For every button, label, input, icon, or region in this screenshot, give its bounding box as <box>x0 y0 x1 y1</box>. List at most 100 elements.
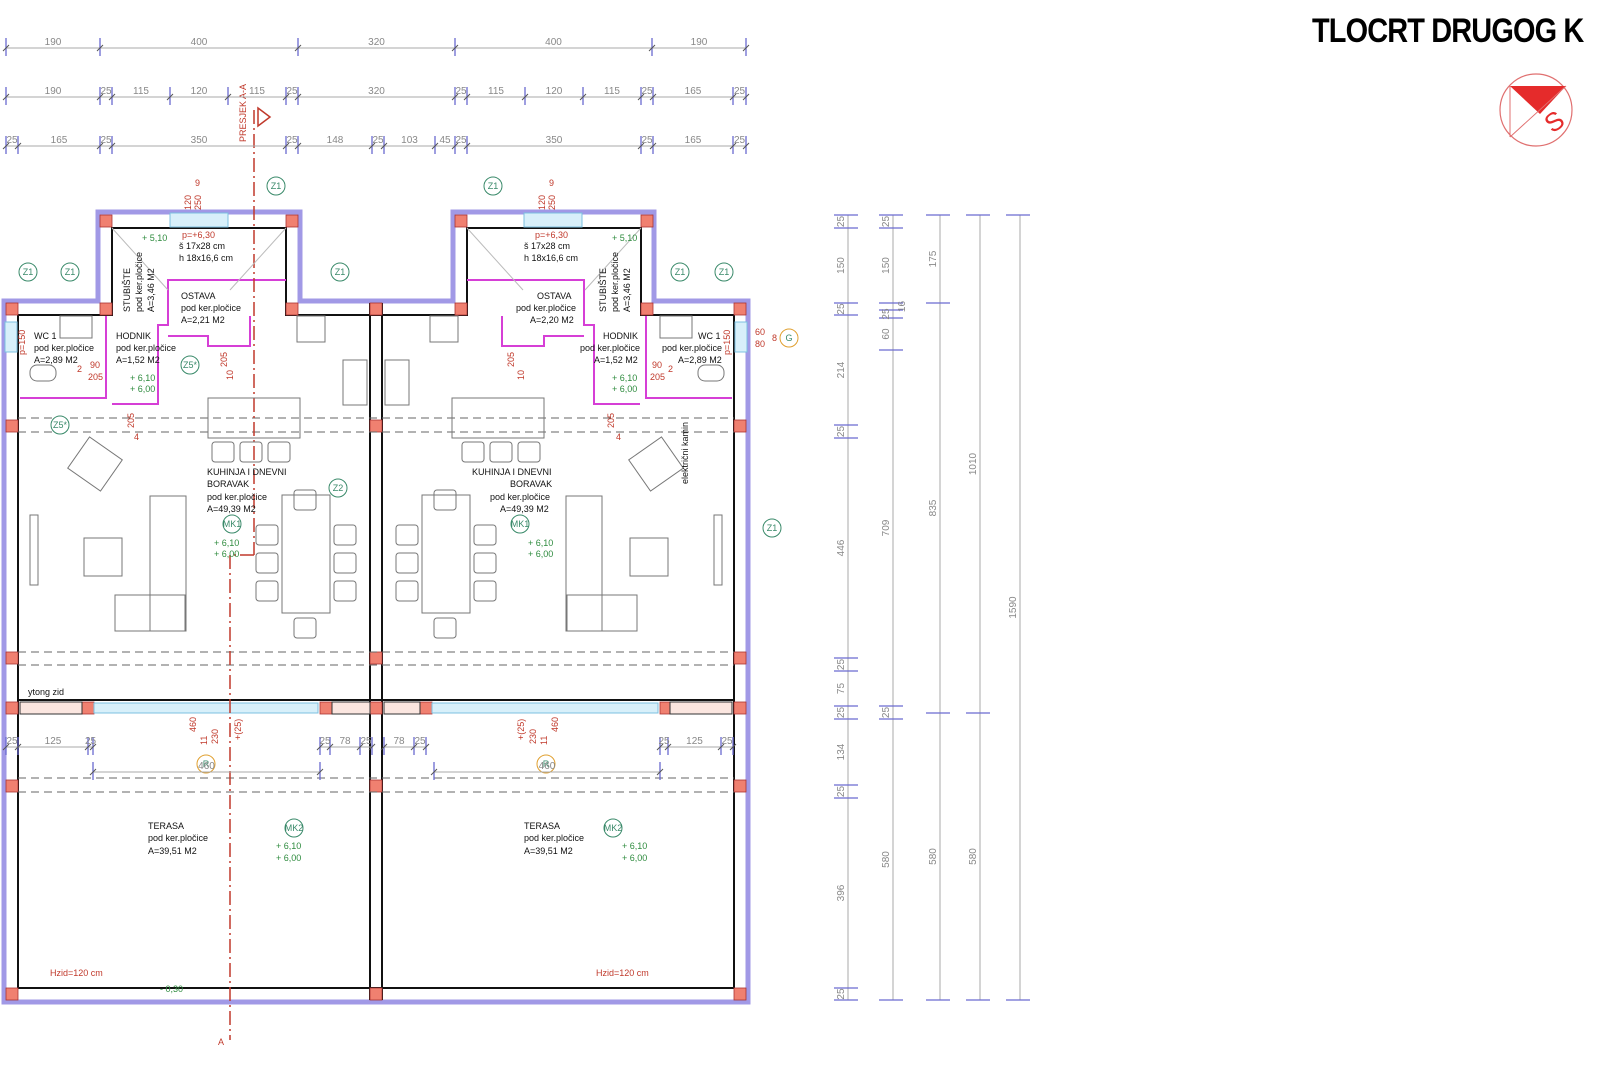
svg-text:A=2,89 M2: A=2,89 M2 <box>678 355 722 365</box>
dimension-tick-mark <box>2 743 10 751</box>
svg-text:2: 2 <box>668 364 673 374</box>
dimension-tick-mark <box>96 93 104 101</box>
marker-label: G <box>785 333 792 343</box>
dimension-tick-mark <box>422 743 430 751</box>
svg-text:205: 205 <box>650 372 665 382</box>
dimension-value: 175 <box>928 250 939 267</box>
svg-text:A=2,89 M2: A=2,89 M2 <box>34 355 78 365</box>
svg-text:A=3,46 M2: A=3,46 M2 <box>622 268 632 312</box>
dimension-value: 25 <box>881 707 892 719</box>
marker-circle <box>60 262 80 282</box>
svg-text:HODNIK: HODNIK <box>603 331 638 341</box>
svg-text:pod ker.pločice: pod ker.pločice <box>116 343 176 353</box>
svg-text:9: 9 <box>195 178 200 188</box>
dimension-value: 25 <box>100 135 112 146</box>
dimension-tick-mark <box>2 44 10 52</box>
dimension-value: 190 <box>691 37 708 48</box>
svg-text:205: 205 <box>506 352 516 367</box>
column <box>369 701 383 715</box>
dimension-tick-mark <box>656 768 664 776</box>
chair <box>461 441 485 463</box>
dimension-value: 25 <box>836 988 847 1000</box>
chair <box>239 441 263 463</box>
column <box>285 302 299 316</box>
svg-text:STUBIŠTE: STUBIŠTE <box>598 268 608 312</box>
dimension-value: 580 <box>881 851 892 868</box>
section-label: PRESJEK A-A <box>238 84 248 142</box>
dimension-value: 75 <box>836 683 847 695</box>
dimension-tick-mark <box>96 44 104 52</box>
svg-text:h 18x16,6 cm: h 18x16,6 cm <box>524 253 578 263</box>
svg-text:A=49,39 M2: A=49,39 M2 <box>207 504 256 514</box>
dimension-value: 25 <box>455 86 467 97</box>
column <box>99 214 113 228</box>
dimension-value: 580 <box>928 848 939 865</box>
marker-label: R <box>203 759 210 769</box>
dimension-tick-mark <box>521 93 529 101</box>
svg-text:60: 60 <box>755 327 765 337</box>
svg-text:STUBIŠTE: STUBIŠTE <box>122 268 132 312</box>
marker-circle <box>180 355 200 375</box>
svg-text:pod ker.pločice: pod ker.pločice <box>207 492 267 502</box>
dimension-tick-mark <box>729 93 737 101</box>
dimension-tick-mark <box>356 743 364 751</box>
dimension-value: 120 <box>546 86 563 97</box>
furniture <box>29 315 725 632</box>
dimension-value: 103 <box>401 135 418 146</box>
dimension-value: 16 <box>897 301 908 313</box>
washbasin <box>59 315 93 339</box>
svg-text:WC 1: WC 1 <box>698 331 721 341</box>
window <box>734 321 748 353</box>
svg-text:OSTAVA: OSTAVA <box>537 291 572 301</box>
dimension-tick-mark <box>84 743 92 751</box>
svg-text:A=39,51 M2: A=39,51 M2 <box>148 846 197 856</box>
marker-label: Z2 <box>333 483 344 493</box>
dimension-tick-mark <box>451 93 459 101</box>
sink <box>342 359 368 406</box>
marker-circle <box>222 514 242 534</box>
sofa <box>149 495 187 632</box>
svg-text:4: 4 <box>616 432 621 442</box>
dimension-tick-mark <box>742 93 750 101</box>
dimension-tick-mark <box>282 93 290 101</box>
dimension-value: 580 <box>968 848 979 865</box>
svg-text:Hzid=120 cm: Hzid=120 cm <box>596 968 649 978</box>
svg-text:230: 230 <box>528 729 538 744</box>
svg-text:460: 460 <box>550 717 560 732</box>
marker-label: Z1 <box>23 267 34 277</box>
marker-circle <box>330 262 350 282</box>
dimension-tick-mark <box>282 142 290 150</box>
dimension-value: 446 <box>836 539 847 556</box>
svg-text:BORAVAK: BORAVAK <box>207 479 249 489</box>
dimension-value: 320 <box>368 37 385 48</box>
dimension-value: 1590 <box>1008 596 1019 619</box>
marker-circle <box>670 262 690 282</box>
column <box>733 419 747 433</box>
dimension-tick-mark <box>649 142 657 150</box>
stairs <box>111 227 642 291</box>
dimension-value: 350 <box>191 135 208 146</box>
dimension-value: 150 <box>881 257 892 274</box>
dimension-value: 25 <box>372 135 384 146</box>
chair <box>517 441 541 463</box>
sofa <box>565 495 603 632</box>
marker-label: Z5* <box>53 420 68 430</box>
svg-text:+ 6,00: + 6,00 <box>612 384 637 394</box>
dimension-value: 165 <box>685 86 702 97</box>
dimension-tick-mark <box>326 743 334 751</box>
dimension-tick-mark <box>224 93 232 101</box>
dimension-tick-mark <box>664 743 672 751</box>
svg-text:OSTAVA: OSTAVA <box>181 291 216 301</box>
marker-circle <box>762 518 782 538</box>
dimension-value: 350 <box>546 135 563 146</box>
dimension-value: 165 <box>685 135 702 146</box>
dimension-tick-mark <box>648 44 656 52</box>
chair <box>395 580 419 602</box>
svg-text:250: 250 <box>547 195 557 210</box>
svg-text:- 0,30: - 0,30 <box>160 984 183 994</box>
svg-text:+ 6,00: + 6,00 <box>622 853 647 863</box>
dimension-value: 25 <box>836 426 847 438</box>
dimension-value: 25 <box>641 86 653 97</box>
svg-text:h 18x16,6 cm: h 18x16,6 cm <box>179 253 233 263</box>
